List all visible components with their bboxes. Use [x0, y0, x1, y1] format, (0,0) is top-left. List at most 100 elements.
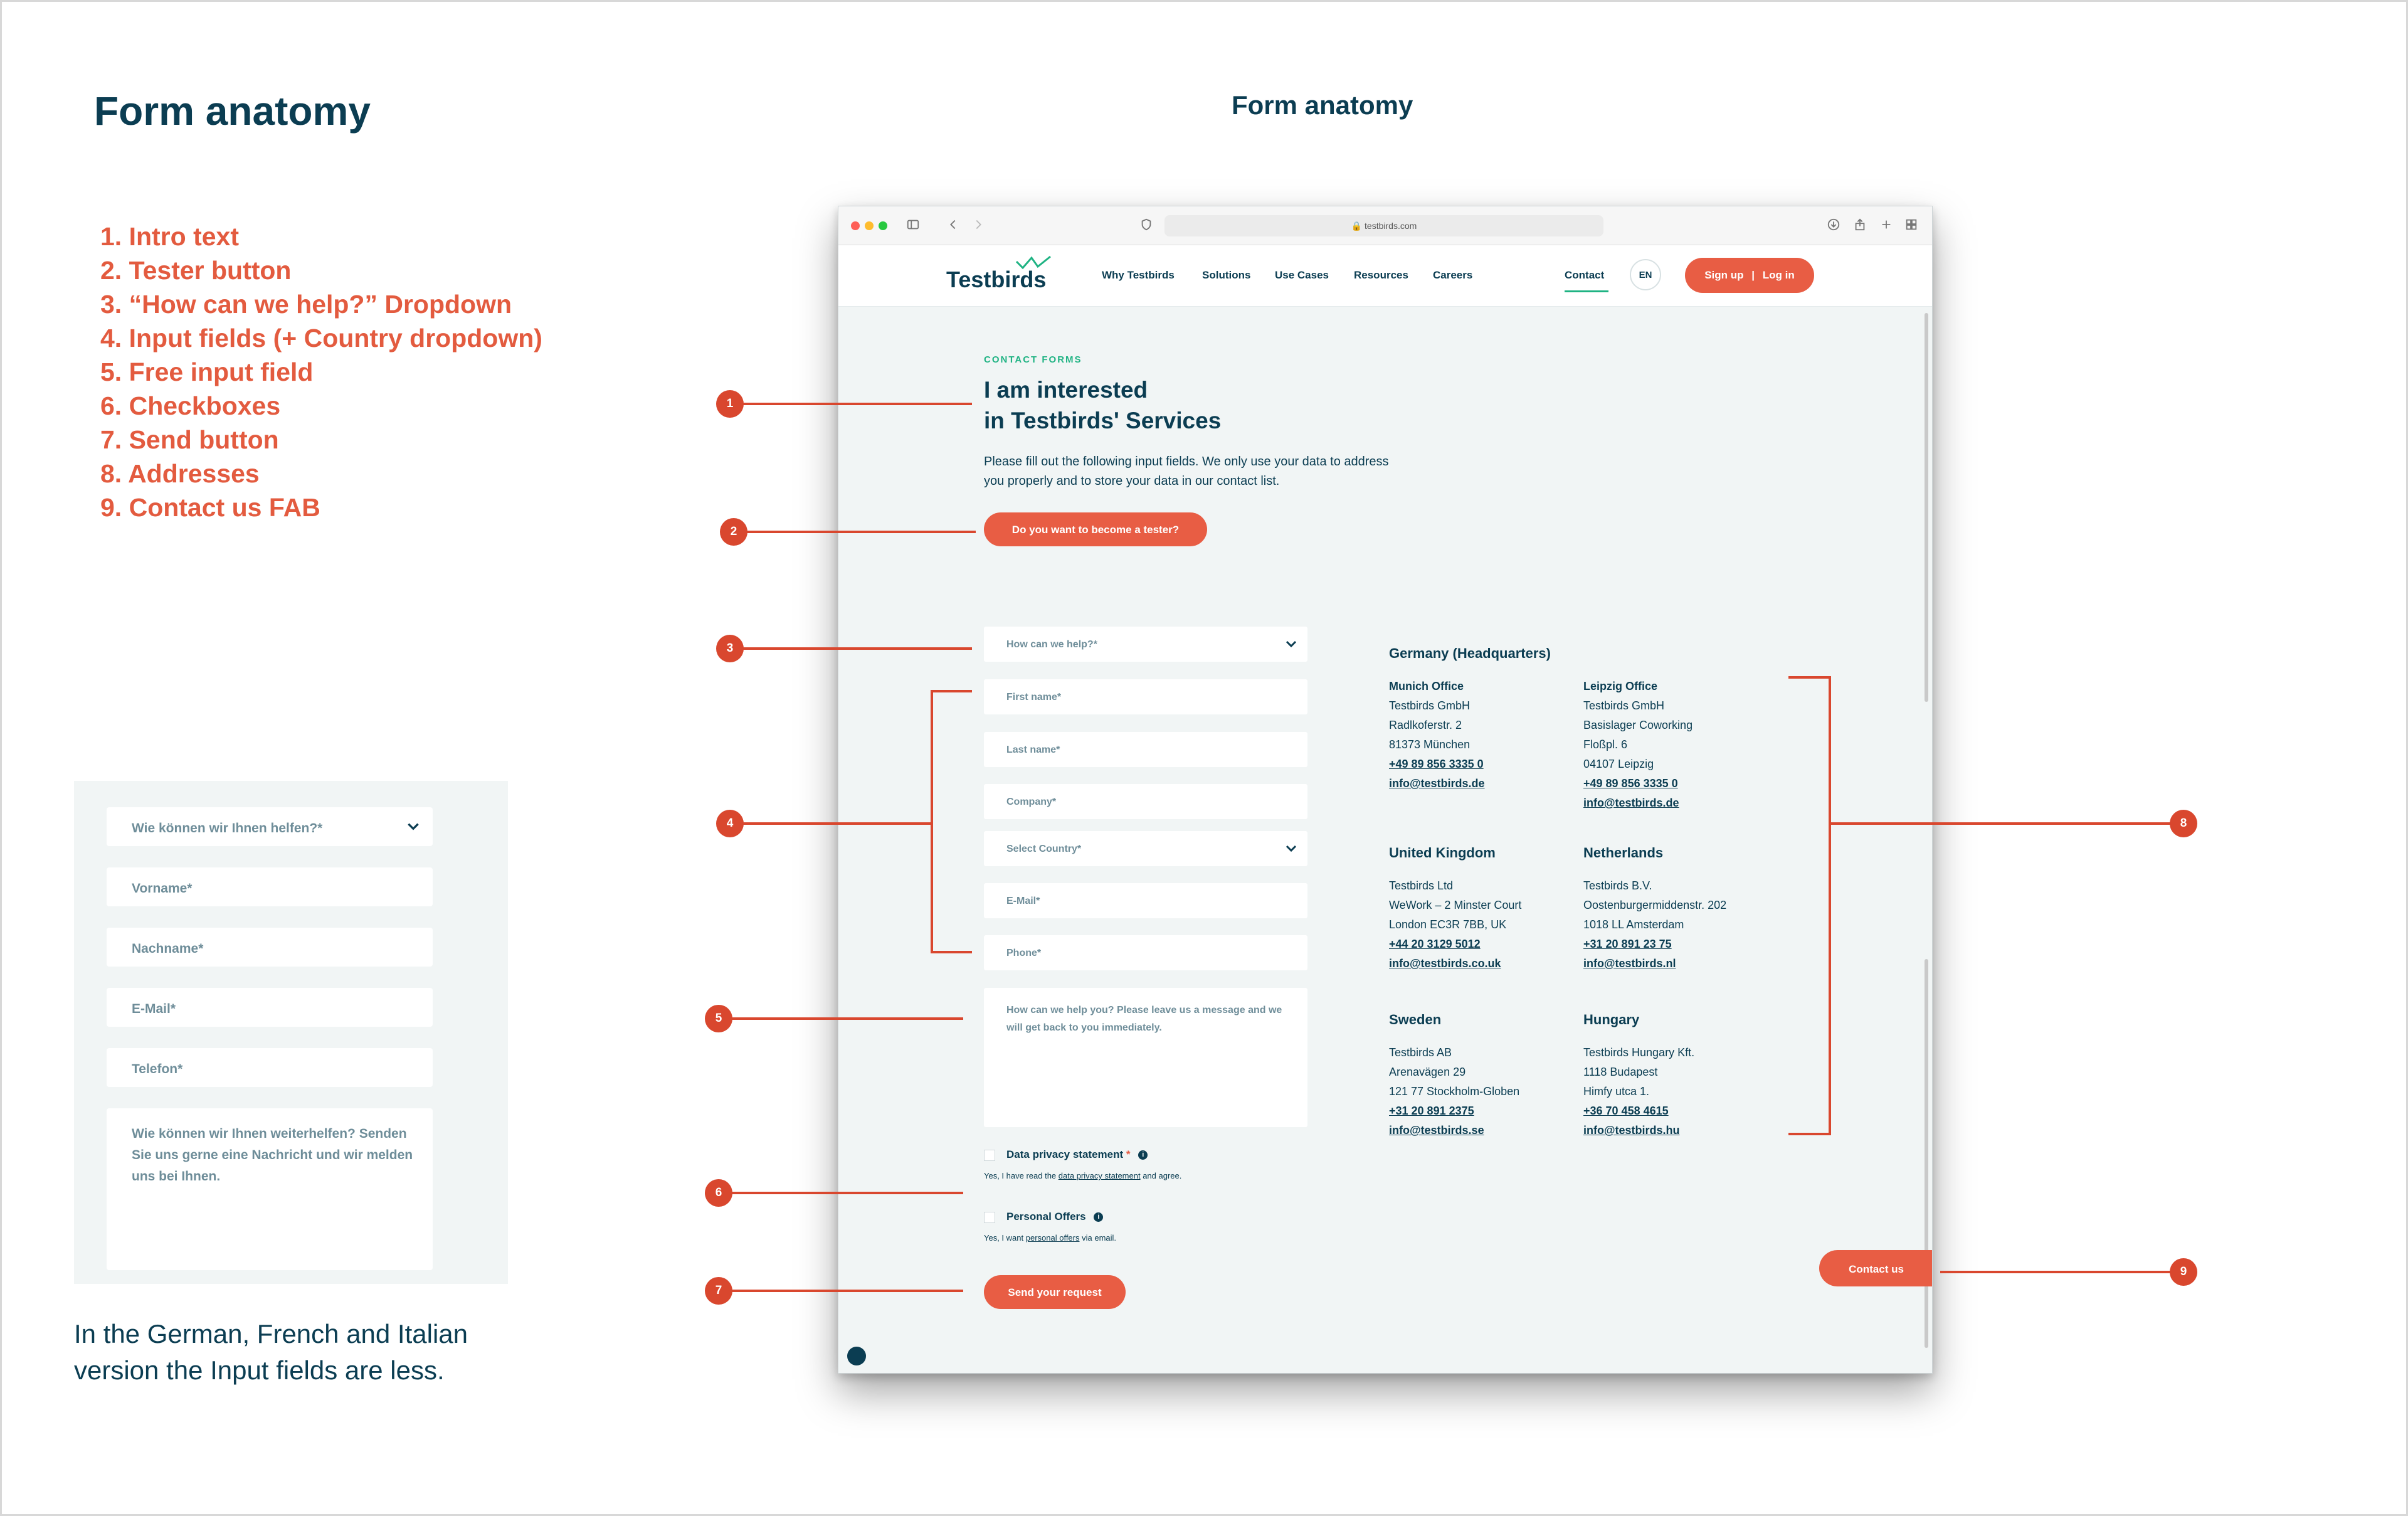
new-tab-icon[interactable] — [1879, 218, 1893, 231]
office-email-link[interactable]: info@testbirds.de — [1583, 797, 1679, 809]
send-request-button[interactable]: Send your request — [984, 1275, 1126, 1309]
email-field[interactable]: E-Mail* — [107, 988, 433, 1027]
office-name: Munich Office — [1389, 680, 1464, 692]
logo-check-icon — [1015, 255, 1051, 270]
legend-item: 9. Contact us FAB — [100, 493, 320, 522]
office-street: Radlkoferstr. 2 — [1389, 719, 1462, 731]
privacy-statement-link[interactable]: data privacy statement — [1058, 1171, 1141, 1180]
chevron-down-icon — [1286, 640, 1297, 648]
sidebar-icon[interactable] — [906, 218, 920, 231]
annotation-marker-2: 2 — [720, 518, 747, 546]
office-phone-link[interactable]: +44 20 3129 5012 — [1389, 938, 1481, 950]
share-icon[interactable] — [1853, 218, 1867, 231]
privacy-label: Data privacy statement * i — [1006, 1148, 1148, 1161]
minimize-window-button[interactable] — [865, 221, 874, 230]
help-dropdown[interactable]: Wie können wir Ihnen helfen?* — [107, 807, 433, 846]
legend-item: 2. Tester button — [100, 256, 292, 285]
tab-overview-icon[interactable] — [1904, 218, 1918, 231]
message-textarea[interactable]: Wie können wir Ihnen weiterhelfen? Sende… — [107, 1108, 433, 1270]
country-dropdown[interactable]: Select Country* — [984, 831, 1307, 866]
annotation-marker-3: 3 — [716, 635, 744, 662]
netherlands-office: Testbirds B.V. Oostenburgermiddenstr. 20… — [1583, 876, 1726, 973]
nav-contact[interactable]: Contact — [1565, 269, 1605, 281]
offers-label-text: Personal Offers — [1006, 1211, 1086, 1222]
nav-why-testbirds[interactable]: Why Testbirds — [1102, 269, 1175, 281]
annotation-marker-4: 4 — [716, 810, 744, 837]
annotation-marker-7: 7 — [705, 1277, 732, 1305]
office-company: Testbirds AB — [1389, 1046, 1452, 1059]
scrollbar-thumb[interactable] — [1925, 313, 1928, 702]
company-field[interactable]: Company* — [984, 784, 1307, 819]
consent-text: and agree. — [1140, 1171, 1182, 1180]
language-switch[interactable]: EN — [1630, 259, 1661, 290]
office-phone-link[interactable]: +49 89 856 3335 0 — [1583, 777, 1678, 790]
chat-widget-icon[interactable] — [847, 1347, 866, 1365]
message-textarea[interactable]: How can we help you? Please leave us a m… — [984, 988, 1307, 1127]
netherlands-heading: Netherlands — [1583, 845, 1664, 861]
localization-note: In the German, French and Italian versio… — [74, 1319, 468, 1385]
help-dropdown[interactable]: How can we help?* — [984, 627, 1307, 662]
annotation-marker-5: 5 — [705, 1005, 732, 1032]
privacy-consent-text: Yes, I have read the data privacy statem… — [984, 1171, 1181, 1180]
hungary-heading: Hungary — [1583, 1012, 1640, 1027]
contact-us-fab[interactable]: Contact us — [1819, 1250, 1932, 1286]
annotation-bracket-4 — [931, 690, 933, 953]
office-email-link[interactable]: info@testbirds.de — [1389, 777, 1485, 790]
offers-label: Personal Offers i — [1006, 1211, 1104, 1223]
office-phone-link[interactable]: +31 20 891 23 75 — [1583, 938, 1672, 950]
divider: | — [1751, 269, 1755, 281]
signup-login-button[interactable]: Sign up | Log in — [1685, 258, 1814, 293]
last-name-field[interactable]: Nachname* — [107, 928, 433, 967]
phone-field[interactable]: Telefon* — [107, 1048, 433, 1087]
info-icon[interactable]: i — [1094, 1212, 1104, 1222]
office-phone-link[interactable]: +49 89 856 3335 0 — [1389, 758, 1484, 770]
office-phone-link[interactable]: +36 70 458 4615 — [1583, 1105, 1669, 1117]
legend-item: 8. Addresses — [100, 459, 260, 488]
consent-text: via email. — [1079, 1233, 1117, 1243]
office-email-link[interactable]: info@testbirds.nl — [1583, 957, 1676, 970]
privacy-checkbox[interactable] — [984, 1150, 995, 1161]
scrollbar-thumb-lower[interactable] — [1925, 959, 1928, 1348]
download-icon[interactable] — [1827, 218, 1840, 231]
anatomy-legend: 1. Intro text 2. Tester button 3. “How c… — [100, 220, 542, 524]
first-name-field[interactable]: Vorname* — [107, 867, 433, 906]
annotation-line-3 — [730, 647, 972, 650]
annotation-marker-8: 8 — [2170, 810, 2197, 837]
testbirds-logo[interactable]: Testbirds — [946, 255, 1051, 293]
forward-icon[interactable] — [971, 218, 985, 231]
address-bar[interactable]: 🔒 testbirds.com — [1164, 215, 1603, 236]
office-company: Testbirds GmbH — [1583, 699, 1665, 712]
annotation-bracket-4-bottom — [931, 951, 972, 953]
office-email-link[interactable]: info@testbirds.se — [1389, 1124, 1484, 1137]
annotation-bracket-8-top — [1788, 676, 1831, 679]
annotation-line-5 — [719, 1017, 963, 1020]
privacy-label-text: Data privacy statement — [1006, 1148, 1124, 1160]
shield-icon[interactable] — [1139, 218, 1153, 231]
last-name-field[interactable]: Last name* — [984, 732, 1307, 767]
personal-offers-link[interactable]: personal offers — [1025, 1233, 1080, 1243]
office-phone-link[interactable]: +31 20 891 2375 — [1389, 1105, 1474, 1117]
nav-careers[interactable]: Careers — [1433, 269, 1473, 281]
nav-resources[interactable]: Resources — [1354, 269, 1408, 281]
offers-checkbox[interactable] — [984, 1212, 995, 1223]
german-form-panel: Wie können wir Ihnen helfen?* Vorname* N… — [74, 781, 508, 1284]
offers-consent-text: Yes, I want personal offers via email. — [984, 1233, 1116, 1243]
legend-item: 3. “How can we help?” Dropdown — [100, 290, 512, 319]
office-city: 81373 München — [1389, 738, 1471, 751]
site-header: Testbirds Why Testbirds Solutions Use Ca… — [838, 245, 1932, 307]
office-email-link[interactable]: info@testbirds.co.uk — [1389, 957, 1501, 970]
close-window-button[interactable] — [851, 221, 860, 230]
office-email-link[interactable]: info@testbirds.hu — [1583, 1124, 1680, 1137]
nav-use-cases[interactable]: Use Cases — [1275, 269, 1329, 281]
office-street: Floßpl. 6 — [1583, 738, 1628, 751]
maximize-window-button[interactable] — [879, 221, 887, 230]
become-tester-button[interactable]: Do you want to become a tester? — [984, 512, 1207, 546]
leipzig-office: Leipzig Office Testbirds GmbH Basislager… — [1583, 677, 1692, 813]
phone-field[interactable]: Phone* — [984, 935, 1307, 970]
nav-solutions[interactable]: Solutions — [1202, 269, 1251, 281]
back-icon[interactable] — [946, 218, 960, 231]
email-field[interactable]: E-Mail* — [984, 883, 1307, 918]
first-name-field[interactable]: First name* — [984, 679, 1307, 714]
office-city: London EC3R 7BB, UK — [1389, 918, 1507, 931]
info-icon[interactable]: i — [1138, 1150, 1148, 1160]
